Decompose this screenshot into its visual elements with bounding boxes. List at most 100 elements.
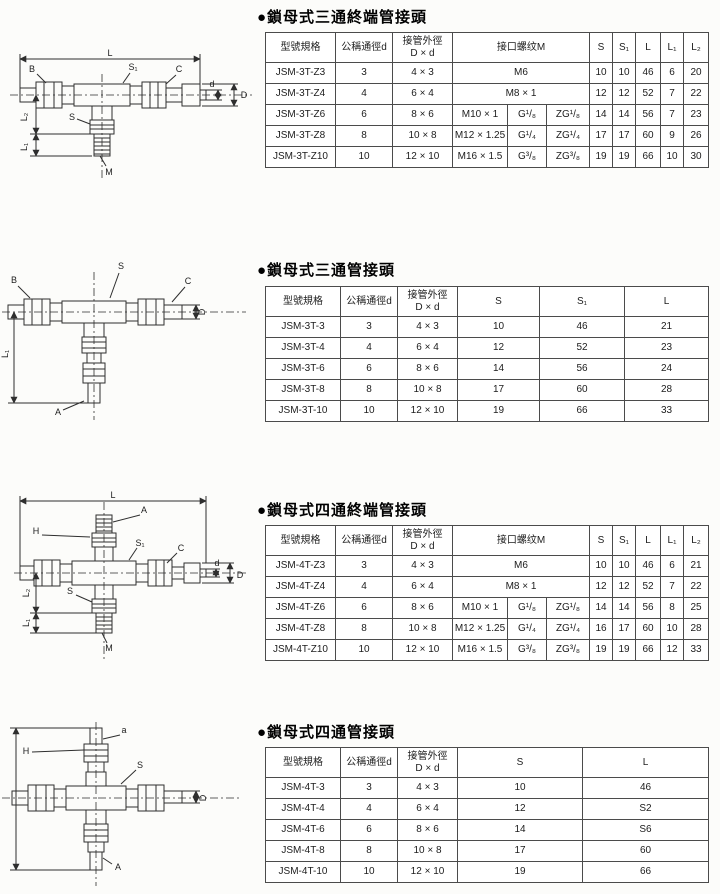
label-A: A [115, 862, 121, 872]
table-cell: 10 [335, 146, 393, 168]
table-cell: JSM-4T-Z6 [265, 597, 336, 619]
table-cell: M12 × 1.25 [452, 125, 508, 147]
column-header: S₁ [612, 525, 636, 556]
table-cell: 12 [457, 798, 583, 820]
table-cell: 9 [660, 125, 684, 147]
label-S: S [118, 261, 124, 271]
label-S: S [69, 112, 75, 122]
table-cell: 3 [335, 62, 393, 84]
table-cell: M12 × 1.25 [452, 618, 508, 640]
table-cell: ZG¹/₈ [546, 104, 590, 126]
table-cell: M8 × 1 [452, 83, 590, 105]
column-header: L₂ [683, 525, 709, 556]
table-cell: 52 [635, 83, 661, 105]
table-cell: JSM-4T-Z8 [265, 618, 336, 640]
table-cell: 19 [589, 146, 613, 168]
column-header: 接口螺纹M [452, 525, 590, 556]
fitting-body [7, 298, 183, 404]
table-cell: 6 [660, 555, 684, 577]
table-cell: 4 [335, 83, 393, 105]
table-cell: 8 [660, 597, 684, 619]
column-header: 公稱通徑d [340, 747, 398, 778]
table-cell: JSM-4T-6 [265, 819, 341, 841]
table-cell: 10 [340, 861, 398, 883]
column-header: 公稱通徑d [335, 32, 393, 63]
dimension-lines [8, 272, 200, 411]
table-cell: M16 × 1.5 [452, 639, 508, 661]
table-cell: 46 [582, 777, 709, 799]
table-cell: 17 [612, 618, 636, 640]
label-B: B [29, 64, 35, 74]
table-cell: 12 × 10 [397, 400, 458, 422]
table-cell: 7 [660, 576, 684, 598]
dimension-labels: a H S D A [23, 725, 208, 872]
column-header: 接口螺纹M [452, 32, 590, 63]
table-cell: M6 [452, 555, 590, 577]
label-M: M [105, 167, 113, 177]
table-cell: 14 [589, 597, 613, 619]
table-cell: G³/₈ [507, 146, 547, 168]
table-cell: 22 [683, 83, 709, 105]
table-cell: G¹/₄ [507, 618, 547, 640]
column-header: L [582, 747, 709, 778]
table-cell: 19 [612, 639, 636, 661]
table-cell: 25 [683, 597, 709, 619]
table-cell: 10 [589, 62, 613, 84]
table-cell: 6 [660, 62, 684, 84]
table-cell: 4 [340, 337, 398, 359]
label-L2: L₂ [21, 588, 31, 597]
table-cell: 6 × 4 [397, 798, 458, 820]
table-cell: 10 [589, 555, 613, 577]
label-D: D [241, 90, 248, 100]
fitting-body [19, 81, 207, 157]
table-cell: 8 × 6 [397, 358, 458, 380]
table-cell: M10 × 1 [452, 104, 508, 126]
label-H: H [33, 526, 40, 536]
table-cell: G¹/₈ [507, 597, 547, 619]
table-cell: G³/₈ [507, 639, 547, 661]
table-cell: ZG¹/₈ [546, 597, 590, 619]
dimension-lines [19, 496, 234, 644]
table-cell: 21 [683, 555, 709, 577]
table-cell: 6 [340, 358, 398, 380]
column-header: 型號規格 [265, 747, 341, 778]
column-header: 公稱通徑d [335, 525, 393, 556]
table-cell: 10 [457, 316, 540, 338]
table-cell: 46 [635, 62, 661, 84]
label-M: M [105, 643, 113, 653]
table-cell: 10 × 8 [392, 618, 453, 640]
table-cell: 3 [340, 316, 398, 338]
table-cell: 46 [635, 555, 661, 577]
centerlines [10, 74, 252, 180]
table-cell: 6 × 4 [392, 83, 453, 105]
column-header: S [589, 525, 613, 556]
section-title-tee-terminal: ●鎖母式三通終端管接頭 [257, 9, 428, 26]
table-cell: 12 × 10 [397, 861, 458, 883]
tee-diagram: S B C D L₁ A [0, 261, 246, 420]
table-cell: 4 [340, 798, 398, 820]
column-header: 型號規格 [265, 286, 341, 317]
label-C: C [178, 543, 185, 553]
table-cell: 22 [683, 576, 709, 598]
table-cell: 66 [635, 146, 661, 168]
table-cell: ZG³/₈ [546, 146, 590, 168]
table-cell: 10 [457, 777, 583, 799]
table-cell: 24 [624, 358, 709, 380]
